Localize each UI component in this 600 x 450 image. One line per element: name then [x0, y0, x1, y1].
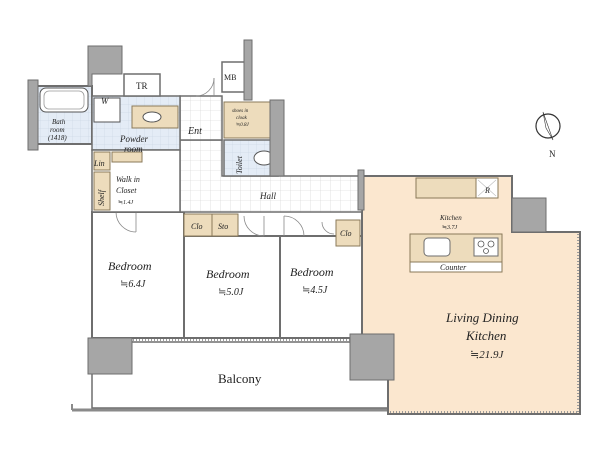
bedroom-2-label: Bedroom ≒5.0J	[206, 267, 250, 298]
shoes-cloak-area	[223, 101, 271, 139]
svg-text:≒3.7J: ≒3.7J	[442, 225, 458, 231]
ldk-area	[361, 175, 581, 415]
bedroom-closets	[183, 213, 361, 247]
svg-text:Kitchen: Kitchen	[465, 328, 506, 343]
compass: N	[535, 111, 561, 159]
walls	[27, 39, 547, 381]
shoes-cloak-label: shoes in cloak ≒0.8J	[232, 109, 249, 128]
entrance-label: Ent	[187, 126, 202, 137]
svg-text:Bath: Bath	[52, 118, 66, 126]
balcony-area	[71, 341, 393, 412]
bath-label: Bath room (1418)	[48, 118, 67, 142]
bedroom-3-label: Bedroom ≒4.5J	[290, 265, 334, 296]
svg-text:≒6.4J: ≒6.4J	[120, 279, 146, 290]
svg-text:Bedroom: Bedroom	[290, 265, 334, 279]
meter-box-label: MB	[224, 73, 236, 82]
svg-text:Bedroom: Bedroom	[108, 259, 152, 273]
trunk-room-label: TR	[136, 81, 148, 91]
svg-text:Bedroom: Bedroom	[206, 267, 250, 281]
closet-1-label: Clo	[191, 222, 203, 231]
svg-text:Kitchen: Kitchen	[439, 214, 462, 222]
balcony-label: Balcony	[218, 371, 262, 386]
kitchen-label: Kitchen ≒3.7J	[439, 214, 462, 231]
compass-north-label: N	[549, 149, 556, 159]
svg-text:shoes in: shoes in	[232, 109, 249, 114]
bedroom-3-area	[279, 235, 363, 339]
linen-label: Lin	[93, 159, 105, 168]
bathroom-area	[35, 85, 93, 145]
svg-text:≒1.4J: ≒1.4J	[118, 199, 134, 206]
fridge-label: R	[484, 186, 490, 195]
svg-text:room: room	[50, 126, 65, 134]
bedroom-2-area	[183, 235, 281, 339]
shelf-label: Shelf	[97, 188, 106, 206]
svg-text:≒21.9J: ≒21.9J	[470, 349, 504, 361]
storage-label: Sto	[218, 222, 228, 231]
toilet-label: Toilet	[235, 155, 244, 174]
counter-label: Counter	[440, 263, 467, 272]
closet-2-label: Clo	[340, 229, 352, 238]
svg-text:cloak: cloak	[236, 116, 248, 121]
meter-box-area	[221, 61, 247, 93]
bedroom-1-area	[91, 211, 185, 339]
kitchen-counter-top	[415, 177, 499, 199]
washer-label: W	[101, 96, 110, 106]
ldk-label: Living Dining Kitchen ≒21.9J	[445, 310, 519, 361]
svg-text:Living Dining: Living Dining	[445, 310, 519, 325]
compass-icon	[535, 111, 561, 141]
kitchen-island	[409, 233, 503, 273]
svg-text:≒4.5J: ≒4.5J	[302, 285, 328, 296]
bedroom-doors	[115, 211, 335, 237]
trunk-room-area	[123, 73, 161, 97]
walk-in-closet-label: Walk in Closet ≒1.4J	[116, 175, 140, 206]
svg-text:≒0.8J: ≒0.8J	[236, 122, 249, 128]
svg-text:≒5.0J: ≒5.0J	[218, 287, 244, 298]
powder-room-label: Powder room	[119, 134, 148, 154]
svg-text:Closet: Closet	[116, 186, 137, 195]
svg-text:(1418): (1418)	[48, 134, 67, 142]
walk-in-closet-area	[91, 149, 181, 213]
bedroom-1-label: Bedroom ≒6.4J	[108, 259, 152, 290]
entrance-area	[179, 77, 223, 141]
svg-text:room: room	[124, 144, 143, 154]
hall-label: Hall	[259, 191, 277, 201]
svg-text:Walk in: Walk in	[116, 175, 140, 184]
svg-text:Powder: Powder	[119, 134, 148, 144]
